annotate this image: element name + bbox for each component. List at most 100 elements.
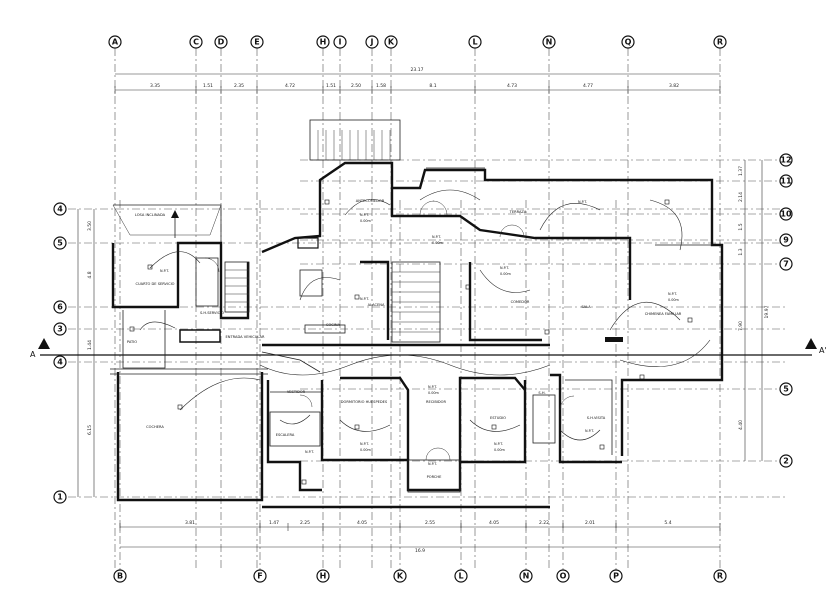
room-label-comedor: COMEDOR xyxy=(511,300,530,304)
svg-text:2: 2 xyxy=(783,457,789,466)
grid-bubble: 3 xyxy=(53,322,67,336)
room-label-porche: PORCHE xyxy=(427,475,443,479)
grid-bubble: J xyxy=(365,35,379,49)
grid-bubble: 10 xyxy=(779,207,793,221)
svg-text:O: O xyxy=(560,572,567,581)
grid-bubble: 9 xyxy=(779,233,793,247)
svg-text:2.35: 2.35 xyxy=(234,83,244,89)
svg-text:9: 9 xyxy=(783,236,789,245)
svg-text:C: C xyxy=(193,38,199,47)
svg-text:K: K xyxy=(388,38,395,47)
grid-bubble: H xyxy=(316,35,330,49)
grid-bubble: C xyxy=(189,35,203,49)
svg-text:6: 6 xyxy=(57,303,63,312)
svg-text:E: E xyxy=(254,38,259,47)
grid-bubble: R xyxy=(713,569,727,583)
svg-text:3.35: 3.35 xyxy=(150,83,160,89)
dimensions-bottom: 16.9 3.81 1.47 2.25 4.05 2.55 4.05 2.22 … xyxy=(119,520,721,554)
svg-text:R: R xyxy=(717,38,723,47)
room-label-alacena: ALACENA xyxy=(368,303,385,307)
level-value: 0.00m xyxy=(494,448,506,452)
svg-text:4: 4 xyxy=(57,358,63,367)
svg-text:3.81: 3.81 xyxy=(185,520,195,526)
level-note: N.P.T. xyxy=(360,297,369,301)
room-label-chimenea: CHIMENEA FAMILIAR xyxy=(645,312,682,316)
grid-bubble: A xyxy=(108,35,122,49)
level-note: N.P.T. xyxy=(432,235,441,239)
svg-text:8.1: 8.1 xyxy=(429,83,436,89)
room-label-dormitorio: DORMITORIO HUESPEDES xyxy=(341,400,388,404)
svg-text:23.17: 23.17 xyxy=(411,67,424,73)
grid-bubble: 11 xyxy=(779,174,793,188)
grid-bubble: O xyxy=(556,569,570,583)
svg-text:2.14: 2.14 xyxy=(738,192,744,202)
grid-bubbles-left: 4 5 6 3 4 1 xyxy=(53,202,67,504)
level-note: N.P.T. xyxy=(585,429,594,433)
section-label-left: A xyxy=(30,350,36,359)
level-note: N.P.T. xyxy=(428,385,437,389)
svg-text:7: 7 xyxy=(783,260,789,269)
svg-text:H: H xyxy=(320,38,327,47)
grid-bubbles-right: 12 11 10 9 7 5 2 xyxy=(779,153,793,468)
grid-bubbles-top: A C D E H I J K L N Q R xyxy=(108,35,727,49)
room-label-entrada: ENTRADA VEHICULAR xyxy=(226,335,265,339)
room-label-recibidor: RECIBIDOR xyxy=(426,400,446,404)
dimensions-left: 3.50 4.8 1.44 6.15 xyxy=(77,209,95,497)
level-note: N.P.T. xyxy=(578,200,587,204)
arrow-up-icon xyxy=(171,210,179,218)
svg-text:K: K xyxy=(397,572,404,581)
room-label-cocina: COCINA xyxy=(326,323,341,327)
level-note: N.P.T. xyxy=(494,442,503,446)
grid-bubble: L xyxy=(468,35,482,49)
room-label-sala: SALA xyxy=(581,305,591,309)
svg-text:10: 10 xyxy=(780,210,792,219)
svg-text:3.82: 3.82 xyxy=(669,83,679,89)
level-value: 0.00m xyxy=(428,391,440,395)
svg-text:16.9: 16.9 xyxy=(415,548,425,554)
svg-text:J: J xyxy=(370,38,374,47)
svg-text:Q: Q xyxy=(625,38,632,47)
svg-text:4.05: 4.05 xyxy=(357,520,367,526)
level-note: N.P.T. xyxy=(668,292,677,296)
grid-bubble: 6 xyxy=(53,300,67,314)
svg-text:H: H xyxy=(320,572,327,581)
grid-bubble: 4 xyxy=(53,355,67,369)
svg-text:2.01: 2.01 xyxy=(585,520,595,526)
svg-text:2.22: 2.22 xyxy=(539,520,549,526)
room-labels: LOSA INCLINADA CUARTO DE SERVICIO S.H.SE… xyxy=(127,199,682,479)
svg-text:6.15: 6.15 xyxy=(87,425,93,435)
level-note: N.P.T. xyxy=(360,442,369,446)
svg-text:19.97: 19.97 xyxy=(764,305,770,318)
svg-text:2.55: 2.55 xyxy=(425,520,435,526)
svg-text:4.05: 4.05 xyxy=(489,520,499,526)
grid-bubble: K xyxy=(384,35,398,49)
grid-bubble: 1 xyxy=(53,490,67,504)
section-arrow-icon xyxy=(38,338,50,349)
grid-bubble: E xyxy=(250,35,264,49)
grid-bubble: K xyxy=(393,569,407,583)
grid-bubble: 7 xyxy=(779,257,793,271)
svg-text:F: F xyxy=(257,572,262,581)
svg-text:P: P xyxy=(613,572,619,581)
level-note: N.P.T. xyxy=(305,450,314,454)
grid-bubble: B xyxy=(113,569,127,583)
svg-text:1.58: 1.58 xyxy=(376,83,386,89)
room-label-bano-visitas: S.H.VISITA xyxy=(587,416,606,420)
svg-text:1.3: 1.3 xyxy=(738,248,744,255)
level-value: 0.00m xyxy=(432,241,444,245)
svg-text:4: 4 xyxy=(57,205,63,214)
grid-bubble: N xyxy=(519,569,533,583)
svg-text:4.77: 4.77 xyxy=(583,83,593,89)
svg-text:4.40: 4.40 xyxy=(738,420,744,430)
grid-bubbles-bottom: B F H K L N O P R xyxy=(113,569,727,583)
level-note: N.P.T. xyxy=(360,213,369,217)
svg-text:1.5: 1.5 xyxy=(738,223,744,230)
svg-text:5: 5 xyxy=(783,385,789,394)
svg-text:4.73: 4.73 xyxy=(507,83,517,89)
level-value: 0.00m xyxy=(360,448,372,452)
section-arrow-icon xyxy=(805,338,817,349)
svg-text:5.4: 5.4 xyxy=(664,520,671,526)
grid-bubble: Q xyxy=(621,35,635,49)
room-label-servicio-bano: S.H.SERVICIO xyxy=(200,311,224,315)
grid-bubble: 5 xyxy=(53,236,67,250)
